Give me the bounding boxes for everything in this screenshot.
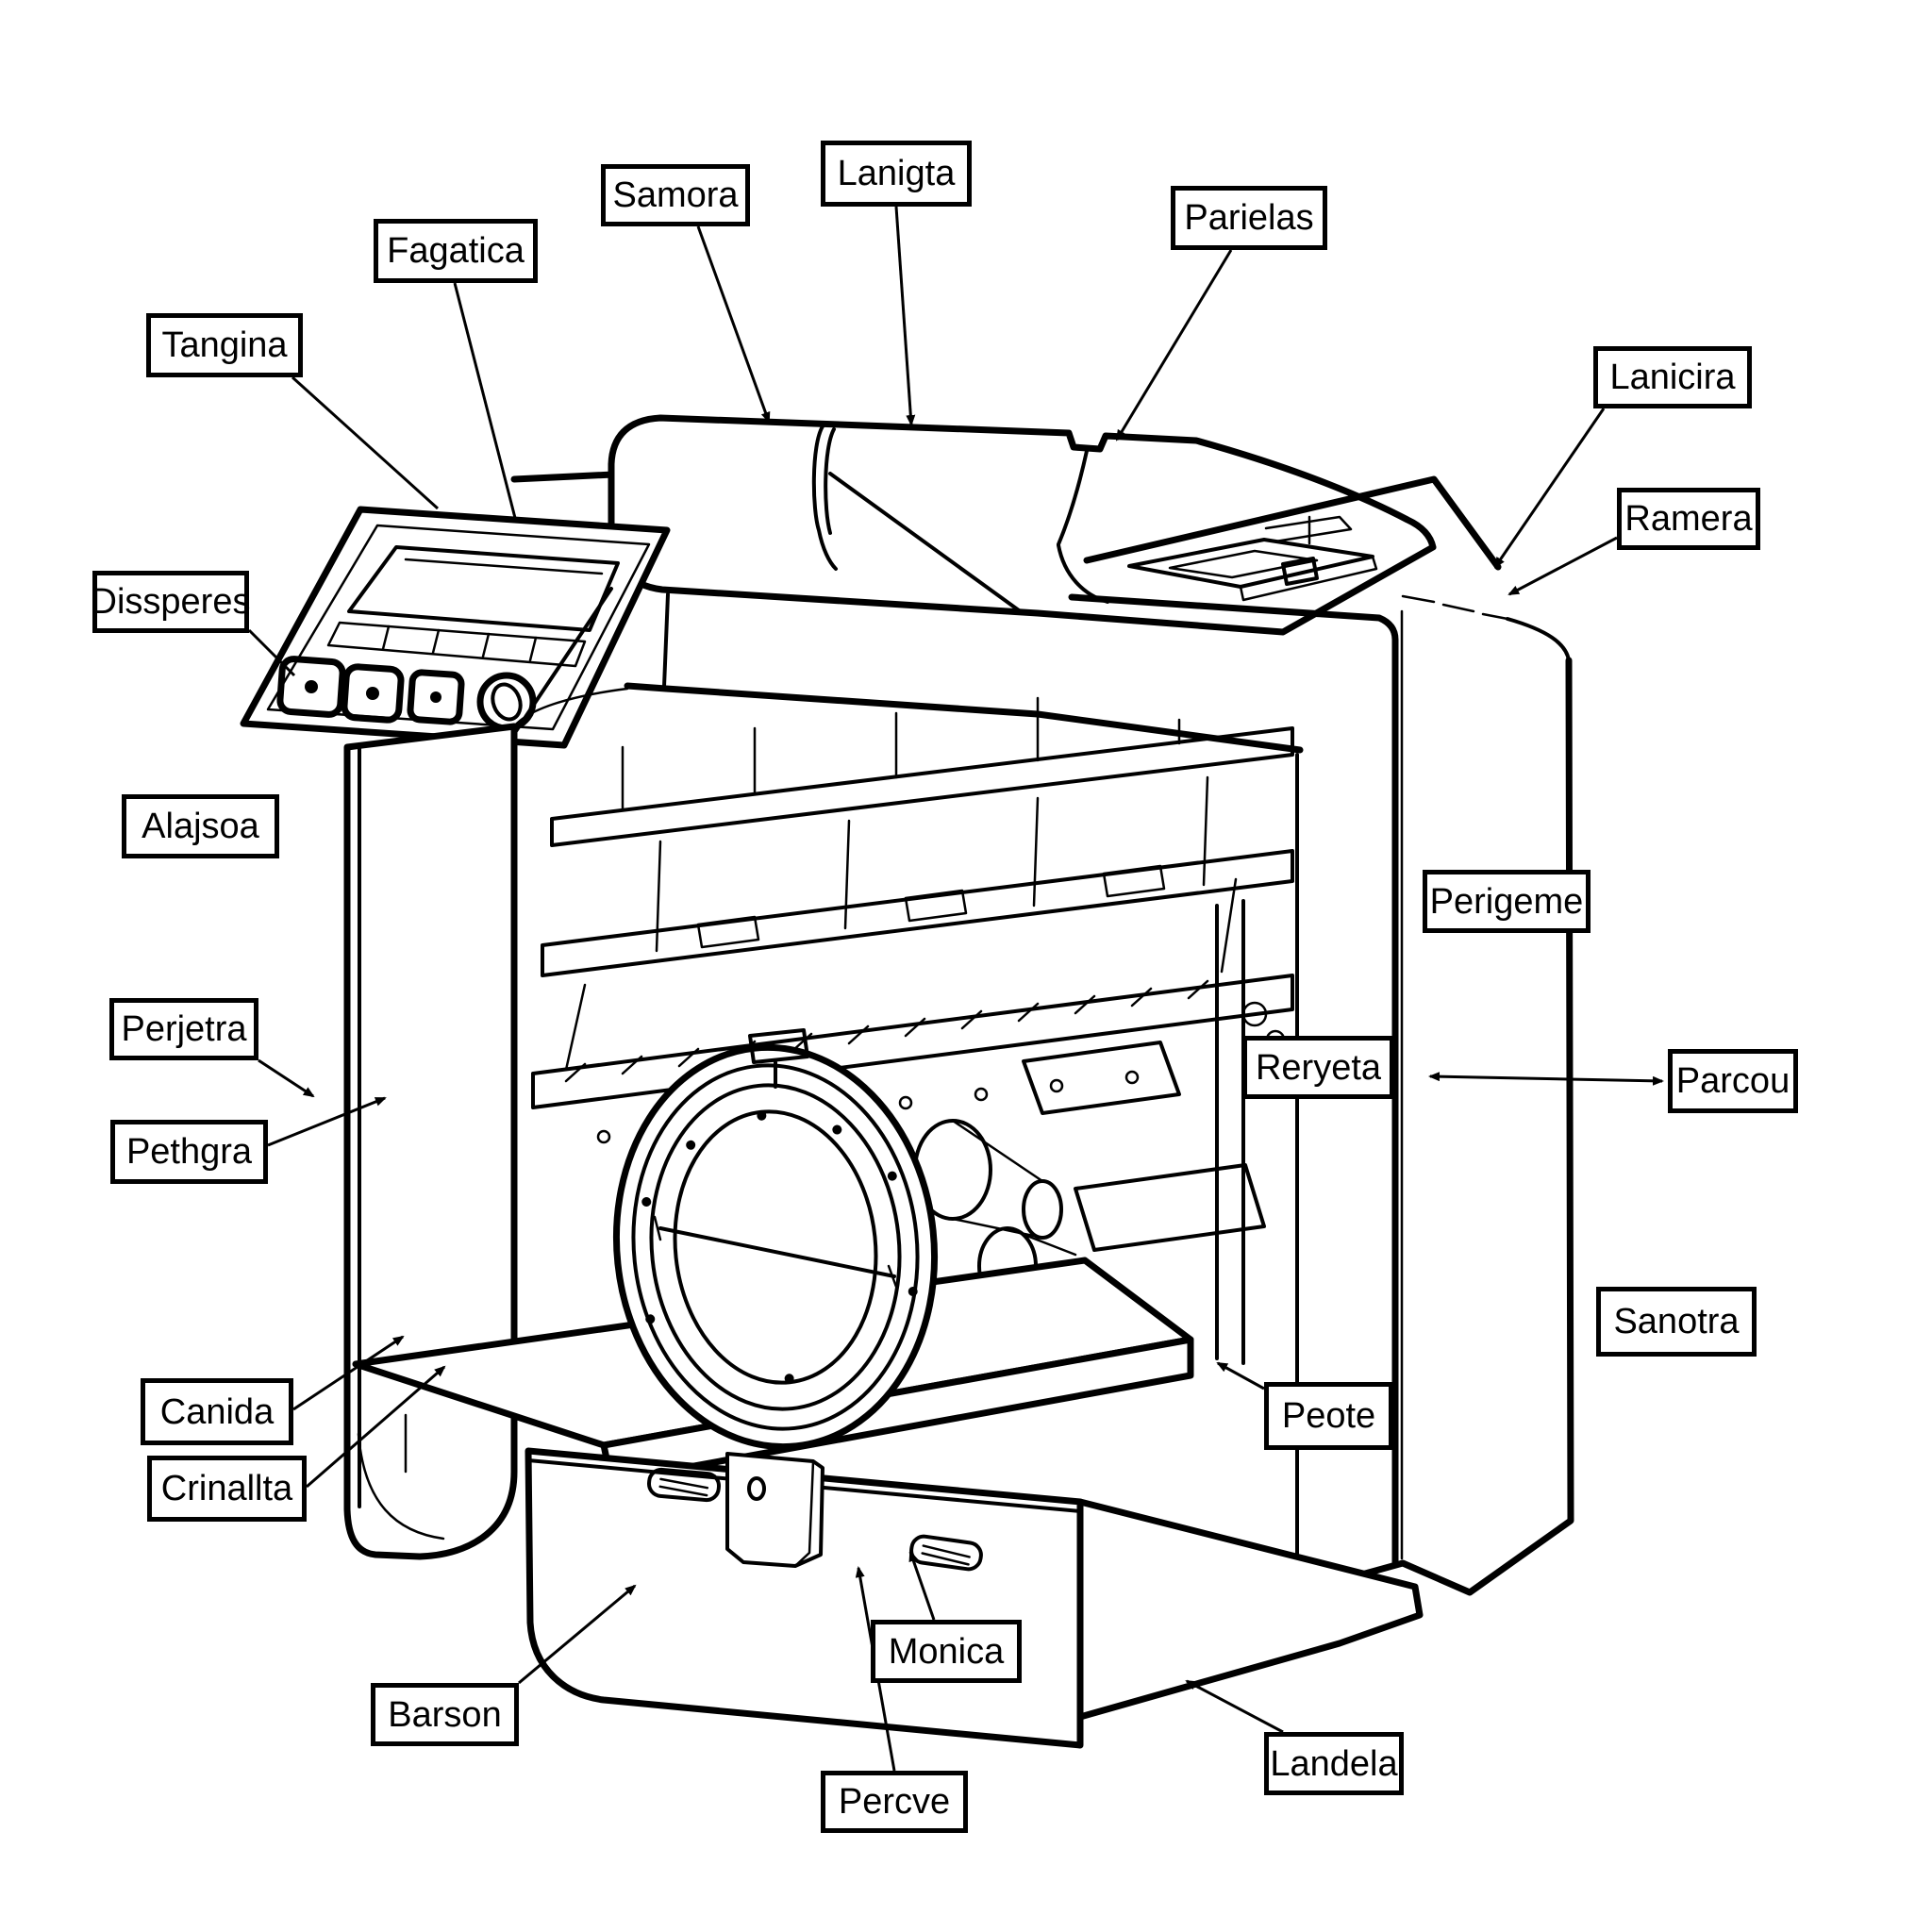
callout-ramera: Ramera [1617,488,1760,550]
callout-label: Lanigta [837,154,956,193]
leader-monica [908,1550,936,1621]
top-deck [624,475,1502,754]
callout-percve: Percve [821,1771,968,1833]
callout-label: Samora [612,175,739,215]
leader-samora [696,225,771,424]
leader-canida [292,1335,405,1411]
leader-barson [518,1584,637,1685]
callout-parcou: Parcou [1668,1049,1798,1113]
leader-pethgra [267,1096,387,1147]
callout-sanotra: Sanotra [1596,1287,1757,1357]
leader-parielas [1115,249,1233,441]
callout-label: Parcou [1675,1061,1790,1101]
callout-fagatica: Fagatica [374,219,538,283]
leader-lines [247,206,1664,1772]
function-key-row [326,621,587,668]
leader-tangina [291,375,440,510]
callout-label: Alajsoa [142,807,259,846]
leader-fagatica [453,282,517,519]
callout-label: Canida [159,1391,275,1432]
leader-landela [1185,1679,1284,1734]
leader-reryeta-parcou [1428,1072,1664,1086]
callout-dissperes: Dissperes [91,571,251,633]
callout-label: Lanicira [1609,358,1736,397]
callout-crinallta: Crinallta [147,1456,307,1522]
drum-ring [612,1028,939,1451]
leader-lanigta [894,206,916,426]
callout-label: Perjetra [121,1009,247,1049]
callout-lanicira: Lanicira [1593,346,1752,408]
panel-buttons [276,656,537,732]
callout-label: Landela [1270,1743,1398,1784]
callout-perigeme: Perigeme [1423,870,1591,933]
leader-lanicira [1493,408,1606,569]
callout-label: Pethgra [125,1132,253,1172]
drawer-handle-left [647,1467,721,1503]
display-screen [347,545,620,632]
callout-perjetra: Perjetra [109,998,258,1060]
callout-label: Peote [1281,1396,1376,1436]
callout-tangina: Tangina [146,313,303,377]
callout-canida: Canida [141,1378,293,1445]
callout-samora: Samora [601,164,750,226]
leader-dissperes [247,628,296,677]
internal-rails [531,696,1294,1144]
callout-label: Sanotra [1613,1302,1740,1341]
callout-label: Percve [838,1782,951,1822]
callout-peote: Peote [1264,1382,1393,1450]
drawer-handle-right [909,1534,983,1572]
callout-alajsoa: Alajsoa [122,794,279,858]
callout-label: Perigeme [1429,881,1584,922]
body-back-edge [510,471,628,523]
callout-label: Tangina [161,325,288,365]
callout-label: Fagatica [387,231,525,271]
leader-crinallta [306,1365,446,1489]
callout-label: Ramera [1624,499,1753,539]
callout-reryeta: Reryeta [1242,1036,1394,1099]
leader-ramera [1507,536,1618,596]
callout-label: Reryeta [1255,1047,1382,1088]
callout-label: Crinallta [160,1469,293,1508]
leader-perjetra [258,1058,315,1098]
callout-landela: Landela [1264,1732,1404,1795]
callout-label: Monica [888,1631,1005,1672]
callout-label: Barson [388,1694,502,1735]
output-tray [1127,515,1378,602]
paper-drawer [525,1447,1424,1749]
callout-label: Parielas [1184,198,1314,238]
callout-lanigta: Lanigta [821,141,972,207]
latch-bracket [725,1452,824,1568]
callout-pethgra: Pethgra [110,1120,268,1184]
callout-parielas: Parielas [1171,186,1327,250]
control-panel [240,506,671,834]
leader-peote [1216,1361,1265,1391]
callout-label: Dissperes [91,582,251,622]
callout-monica: Monica [871,1620,1022,1683]
callout-barson: Barson [371,1683,519,1746]
